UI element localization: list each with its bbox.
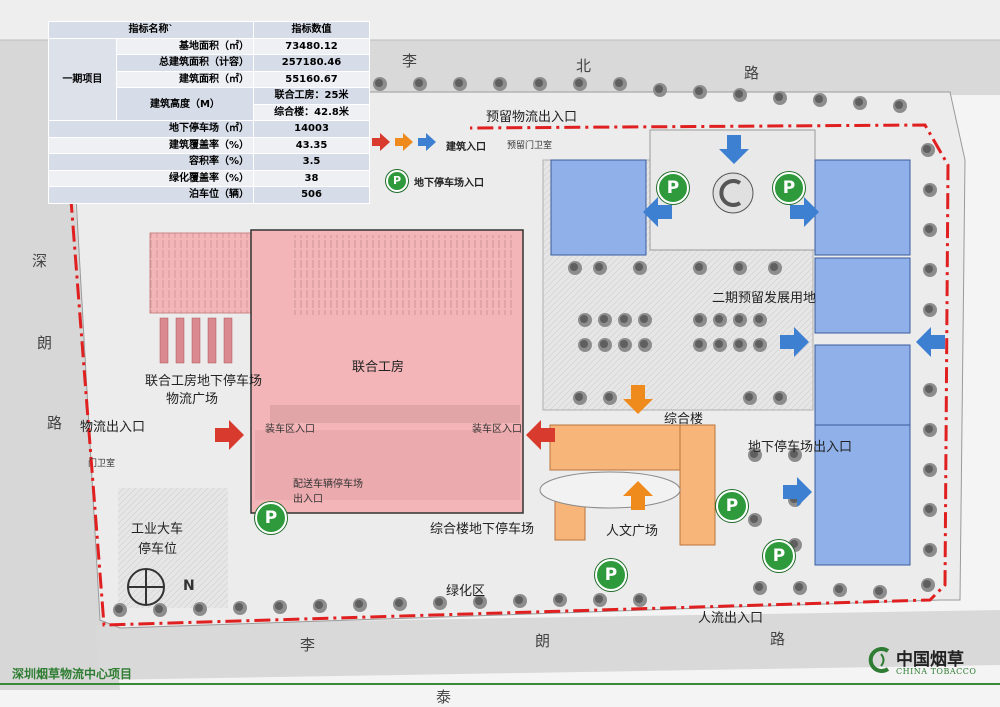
road-north-char-1: 李 bbox=[402, 52, 418, 70]
site-boundary bbox=[62, 109, 950, 627]
metrics-row-value: 联合工房：25米 bbox=[253, 87, 370, 105]
label-reserved-gate: 预留门卫室 bbox=[507, 141, 553, 151]
label-phase2-land: 二期预留发展用地 bbox=[712, 291, 817, 306]
metrics-group-label: 一期项目 bbox=[48, 37, 117, 121]
roads bbox=[0, 39, 1000, 690]
metrics-row-value: 综合楼：42.8米 bbox=[253, 103, 370, 121]
metrics-row-name: 绿化覆盖率（%） bbox=[47, 169, 255, 187]
metrics-row-value: 43.35 bbox=[253, 136, 370, 154]
metrics-row-value: 73480.12 bbox=[253, 37, 370, 55]
phase2-buildings bbox=[550, 159, 911, 566]
metrics-row-name: 基地面积（㎡） bbox=[115, 37, 255, 55]
arrow-blue-parking bbox=[783, 477, 812, 507]
metrics-row-value: 3.5 bbox=[253, 153, 370, 171]
metrics-row-name: 建筑覆盖率（%） bbox=[47, 136, 255, 154]
label-joint-workshop: 联合工房 bbox=[352, 360, 405, 375]
label-pedestrian-entrance: 人流出入口 bbox=[698, 611, 764, 626]
metrics-row-name: 泊车位（辆） bbox=[47, 186, 255, 204]
label-loading-entrance-left: 装车区入口 bbox=[265, 424, 315, 435]
label-workshop-parking: 联合工房地下停车场 bbox=[145, 374, 263, 389]
parking-marker: P bbox=[773, 172, 805, 204]
metrics-header-name: 指标名称` bbox=[47, 21, 255, 39]
label-loading-entrance-right: 装车区入口 bbox=[472, 424, 522, 435]
metrics-table: 指标名称` 指标数值 一期项目 基地面积（㎡） 73480.12 总建筑面积（计… bbox=[47, 21, 370, 204]
road-south-char-3: 路 bbox=[770, 630, 786, 648]
arrow-red-logistics bbox=[215, 420, 244, 450]
metrics-row-value: 38 bbox=[253, 169, 370, 187]
label-truck-parking-2: 停车位 bbox=[138, 542, 178, 557]
road-south-char-1: 李 bbox=[300, 636, 316, 654]
metrics-row-value: 257180.46 bbox=[253, 54, 370, 72]
metrics-row-name: 建筑高度（M） bbox=[115, 87, 255, 121]
parking-marker: P bbox=[595, 559, 627, 591]
parking-marker: P bbox=[716, 490, 748, 522]
road-bottom-char: 泰 bbox=[436, 688, 452, 706]
label-truck-parking-1: 工业大车 bbox=[131, 522, 184, 537]
arrow-red-loading bbox=[526, 420, 555, 450]
road-north-char-3: 路 bbox=[744, 64, 760, 82]
parking-marker: P bbox=[657, 172, 689, 204]
label-composite-building: 综合楼 bbox=[664, 412, 704, 427]
arrow-orange-legend bbox=[395, 133, 413, 151]
label-logistics-square: 物流广场 bbox=[166, 392, 219, 407]
north-arrow-label: N bbox=[183, 578, 195, 594]
metrics-row-name: 容积率（%） bbox=[47, 153, 255, 171]
metrics-row-value: 506 bbox=[253, 186, 370, 204]
label-underground-parking-entrance: 地下停车场出入口 bbox=[748, 440, 853, 455]
legend-parking-entrance: 地下停车场入口 bbox=[414, 178, 484, 189]
footer-bar bbox=[0, 683, 1000, 685]
road-south-char-2: 朗 bbox=[535, 632, 551, 650]
joint-workshop bbox=[149, 229, 524, 514]
metrics-header-value: 指标数值 bbox=[253, 21, 370, 39]
compass-icon bbox=[127, 568, 165, 606]
arrow-red-legend bbox=[372, 133, 390, 151]
arrow-orange-up bbox=[623, 481, 653, 510]
metrics-row-name: 建筑面积（㎡） bbox=[115, 70, 255, 88]
arrow-blue-mid bbox=[780, 327, 809, 357]
label-humanity-square: 人文广场 bbox=[606, 524, 659, 539]
road-north-char-2: 北 bbox=[576, 57, 592, 75]
parking-marker: P bbox=[763, 540, 795, 572]
label-composite-parking: 综合楼地下停车场 bbox=[430, 522, 535, 537]
legend-parking-icon: P bbox=[386, 170, 408, 192]
project-title: 深圳烟草物流中心项目 bbox=[12, 667, 133, 681]
arrow-blue-east bbox=[916, 327, 945, 357]
label-delivery-parking-exit: 配送车辆停车场出入口 bbox=[293, 479, 363, 505]
label-gate-house: 门卫室 bbox=[88, 459, 116, 469]
label-green-area: 绿化区 bbox=[446, 584, 486, 599]
brand-name-en: CHINA TOBACCO bbox=[896, 667, 977, 676]
label-reserved-logistics-entrance: 预留物流出入口 bbox=[486, 110, 578, 125]
plaza-fountain bbox=[712, 172, 754, 214]
legend-building-entrance: 建筑入口 bbox=[446, 142, 486, 153]
road-west-char-3: 路 bbox=[47, 414, 63, 432]
arrow-blue-right bbox=[790, 197, 819, 227]
arrow-blue-left bbox=[643, 197, 672, 227]
parking-marker: P bbox=[255, 502, 287, 534]
arrow-orange-down bbox=[623, 385, 653, 414]
brand-logo: 中国烟草 CHINA TOBACCO bbox=[868, 643, 998, 683]
metrics-row-name: 地下停车场（㎡） bbox=[47, 120, 255, 138]
road-west-char-1: 深 bbox=[32, 252, 48, 270]
road-west-char-2: 朗 bbox=[37, 334, 53, 352]
metrics-row-value: 55160.67 bbox=[253, 70, 370, 88]
brand-name-cn: 中国烟草 bbox=[896, 650, 964, 670]
entrance-arrows bbox=[215, 133, 945, 510]
label-logistics-entrance: 物流出入口 bbox=[80, 420, 146, 435]
metrics-row-value: 14003 bbox=[253, 120, 370, 138]
arrow-blue-top bbox=[719, 135, 749, 164]
arrow-blue-legend bbox=[418, 133, 436, 151]
china-tobacco-logo-icon bbox=[868, 647, 890, 673]
metrics-row-name: 总建筑面积（计容） bbox=[115, 54, 255, 72]
